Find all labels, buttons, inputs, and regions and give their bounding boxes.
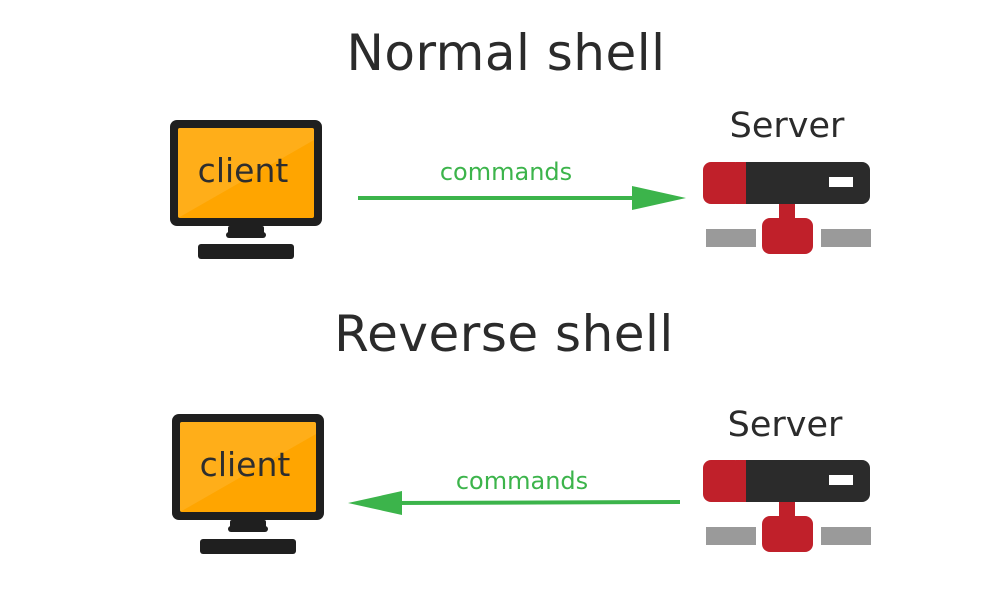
command-arrow-left	[348, 491, 681, 515]
client-label: client	[197, 151, 289, 190]
commands-label: commands	[455, 467, 589, 495]
server-label: Server	[727, 405, 843, 445]
server-rack-icon	[703, 162, 871, 254]
client-monitor-icon	[172, 414, 324, 554]
command-arrow-right	[358, 186, 686, 210]
commands-label: commands	[439, 158, 573, 186]
client-monitor-icon	[170, 120, 322, 259]
server-rack-icon	[703, 460, 871, 552]
server-label: Server	[729, 106, 845, 146]
reverse-shell-title: Reverse shell	[334, 305, 674, 363]
normal-shell-title: Normal shell	[346, 24, 666, 82]
client-label: client	[199, 445, 291, 484]
